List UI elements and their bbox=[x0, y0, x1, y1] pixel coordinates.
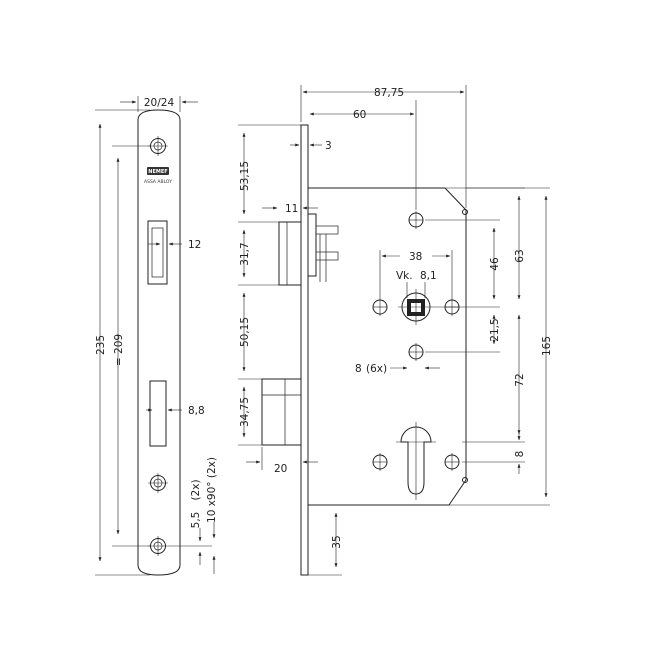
cylinder-cutout-icon bbox=[396, 422, 436, 500]
side-view: 53,15 31,7 50,15 34,75 11 20 3 35 bbox=[238, 124, 343, 576]
top-screw-hole-icon bbox=[148, 136, 168, 156]
faceplate-front-view: NEMEF ASSA ABLOY 20/24 bbox=[95, 96, 218, 576]
corner-screw-bottom-icon bbox=[462, 477, 468, 483]
bolt-projection-label: 20 bbox=[274, 463, 287, 475]
middle-fixing-hole-icon bbox=[408, 343, 424, 361]
latch-opening bbox=[147, 220, 168, 285]
brand-logo: NEMEF ASSA ABLOY bbox=[144, 167, 172, 185]
lock-body-outline bbox=[307, 187, 467, 506]
dim-165-label: 165 bbox=[541, 336, 553, 356]
offset-c-label: 50,15 bbox=[239, 317, 251, 347]
hole-count-label: (6x) bbox=[366, 363, 387, 375]
faceplate-width-label: 20/24 bbox=[144, 97, 175, 109]
side-bolt bbox=[261, 378, 302, 446]
bottom-right-hole-icon bbox=[444, 453, 460, 471]
spindle-label: Vk. bbox=[396, 270, 413, 282]
offset-a-label: 53,15 bbox=[239, 161, 251, 191]
dim-72-label: 72 bbox=[514, 373, 526, 386]
screw-size-label: 5,5 bbox=[190, 512, 202, 529]
bottom-left-hole-icon bbox=[372, 453, 388, 471]
dim-21-5-label: 21,5 bbox=[489, 318, 501, 341]
offset-d-label: 34,75 bbox=[239, 397, 251, 427]
top-fixing-hole-icon bbox=[408, 211, 424, 229]
spindle-size-label: 8,1 bbox=[420, 270, 437, 282]
dim-46-label: 46 bbox=[489, 257, 501, 271]
bottom-offset-label: 35 bbox=[331, 535, 343, 548]
dim-8-label: 8 bbox=[514, 451, 526, 458]
spindle-hub-icon bbox=[398, 289, 434, 325]
corner-screw-top-icon bbox=[462, 209, 468, 215]
hole-spacing-38-label: 38 bbox=[409, 251, 422, 263]
countersink-label: 10 x90° (2x) bbox=[206, 457, 218, 523]
total-width-label: 87,75 bbox=[374, 87, 404, 99]
hole-diameter-label: 8 bbox=[355, 363, 362, 375]
side-faceplate-edge bbox=[300, 124, 309, 576]
dim-63-label: 63 bbox=[514, 249, 526, 262]
plate-thickness-label: 3 bbox=[325, 140, 332, 152]
faceplate-outline bbox=[137, 109, 181, 576]
latch-width-label: 12 bbox=[188, 239, 201, 251]
bolt-opening bbox=[149, 380, 167, 447]
bolt-width-label: 8,8 bbox=[188, 405, 205, 417]
screw-count-label: (2x) bbox=[190, 479, 202, 500]
faceplate-height-label: 235 bbox=[95, 335, 107, 355]
hole-spacing-label: = 209 bbox=[113, 334, 125, 366]
brand-secondary-text: ASSA ABLOY bbox=[144, 179, 172, 185]
middle-screw-hole-icon bbox=[148, 473, 168, 493]
bottom-screw-hole-icon bbox=[148, 536, 212, 556]
left-fixing-hole-icon bbox=[372, 298, 388, 316]
latch-projection-label: 11 bbox=[285, 203, 298, 215]
backset-label: 60 bbox=[353, 109, 366, 121]
brand-primary-text: NEMEF bbox=[148, 169, 167, 175]
offset-b-label: 31,7 bbox=[239, 242, 251, 265]
lock-body: 87,75 60 38 Vk. 8,1 8 (6x) 46 21,5 bbox=[300, 85, 553, 506]
